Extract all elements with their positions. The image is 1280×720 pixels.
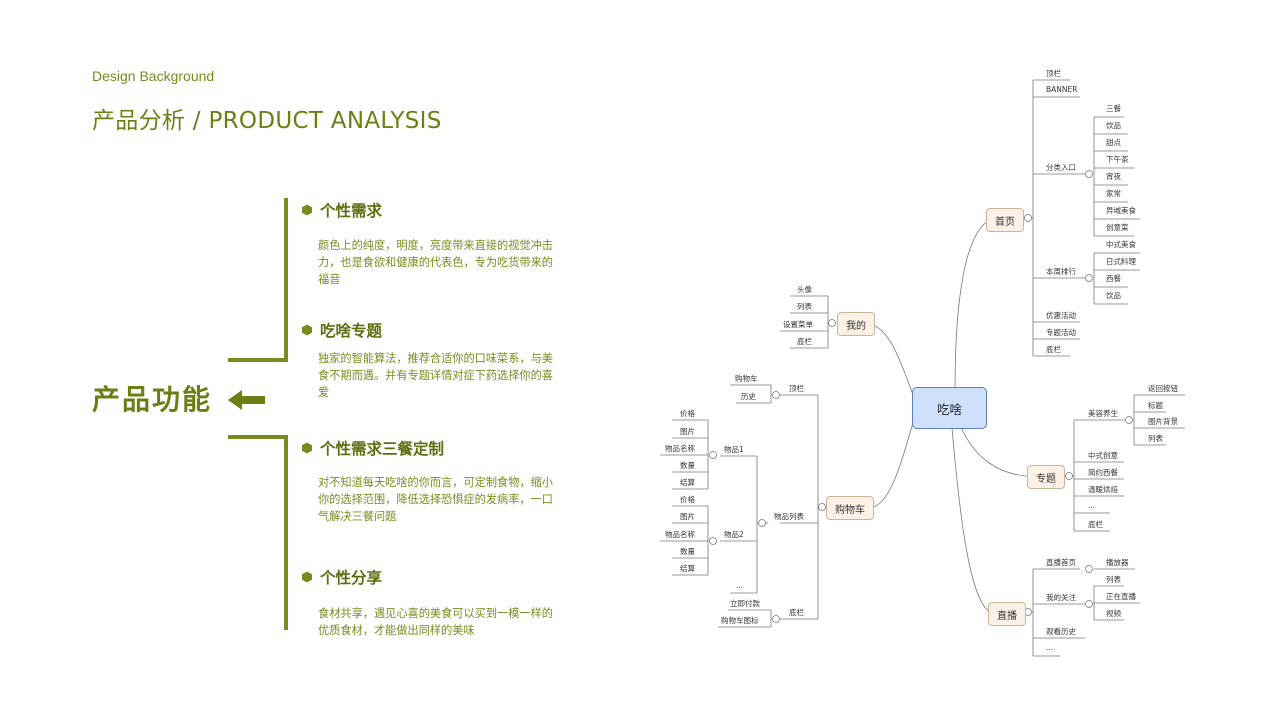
mm-node: ... <box>1046 643 1054 652</box>
mm-node: 底栏 <box>1088 520 1103 529</box>
mm-node: 设置菜单 <box>783 320 813 329</box>
hexagon-bullet-icon <box>302 571 312 583</box>
feature-title: 个性分享 <box>320 569 383 587</box>
mm-node: 观看历史 <box>1046 627 1076 636</box>
main-label: 产品功能 <box>92 383 213 416</box>
left-arrow-icon <box>228 390 265 410</box>
mm-node: 温暖烘焙 <box>1088 485 1118 494</box>
mm-node: 西餐 <box>1106 274 1121 283</box>
feature-desc: 食材共享，遇见心喜的美食可以买到一模一样的优质食材，才能做出同样的美味 <box>318 607 553 637</box>
mm-node: 物品列表 <box>774 512 804 521</box>
mm-node: 列表 <box>797 302 812 311</box>
mm-node: 数量 <box>680 461 695 470</box>
mindmap-center-node: 吃啥 <box>912 387 987 429</box>
branch-mine: 我的 <box>837 312 875 336</box>
mm-node: 饮品 <box>1106 291 1121 300</box>
branch-topic: 专题 <box>1027 465 1065 489</box>
mm-node: 饮品 <box>1106 121 1121 130</box>
mm-node: 家常 <box>1106 189 1121 198</box>
bracket-bottom <box>228 435 288 630</box>
mm-node: 美容养生 <box>1088 409 1118 418</box>
mm-node: 甜点 <box>1106 138 1121 147</box>
feature-3: 个性需求三餐定制 对不知道每天吃啥的你而言，可定制食物，缩小你的选择范围，降低选… <box>301 437 558 525</box>
mm-node: 结算 <box>680 564 695 573</box>
mm-node: 物品1 <box>724 445 744 454</box>
mm-node: 数量 <box>680 547 695 556</box>
mm-node: 返回按钮 <box>1148 384 1178 393</box>
mm-node: 分类入口 <box>1046 163 1076 172</box>
feature-title: 个性需求 <box>320 202 383 220</box>
bracket-top <box>228 198 288 362</box>
mm-node: 我的关注 <box>1046 593 1076 602</box>
mm-node: 顶栏 <box>1046 69 1061 78</box>
header-subtitle: Design Background <box>92 68 215 84</box>
mm-node: 结算 <box>680 478 695 487</box>
mm-node: 本周排行 <box>1046 267 1076 276</box>
branch-home: 首页 <box>986 208 1024 232</box>
mm-node: 价格 <box>680 495 695 504</box>
mm-node: 立即付款 <box>730 599 760 608</box>
mm-node: 底栏 <box>1046 345 1061 354</box>
mm-node: BANNER <box>1046 85 1078 94</box>
mm-node: 图片背景 <box>1148 417 1178 426</box>
mm-node: 物品名称 <box>665 530 695 539</box>
mm-node: 列表 <box>1106 575 1121 584</box>
mm-node: 头像 <box>797 285 812 294</box>
mm-node: ... <box>1088 501 1096 510</box>
mm-node: 播放器 <box>1106 558 1129 567</box>
mm-node: 标题 <box>1148 401 1163 410</box>
mm-node: 创意菜 <box>1106 223 1129 232</box>
mm-node: 购物车图标 <box>721 616 759 625</box>
page-title: 产品分析 / PRODUCT ANALYSIS <box>92 108 442 134</box>
mm-node: ... <box>736 581 744 590</box>
mm-node: 底栏 <box>797 337 812 346</box>
hexagon-bullet-icon <box>302 324 312 336</box>
mm-node: 简约西餐 <box>1088 468 1118 477</box>
feature-desc: 颜色上的纯度，明度，亮度带来直接的视觉冲击力，也是食欲和健康的代表色，专为吃货带… <box>318 239 553 286</box>
mm-node: 顶栏 <box>789 384 804 393</box>
mm-node: 下午茶 <box>1106 155 1129 164</box>
mm-node: 异域美食 <box>1106 206 1136 215</box>
mm-node: 图片 <box>680 427 695 436</box>
branch-cart: 购物车 <box>826 496 874 520</box>
hexagon-bullet-icon <box>302 442 312 454</box>
feature-2: 吃啥专题 独家的智能算法，推荐合适你的口味菜系，与美食不期而遇。并有专题详情对症… <box>301 319 558 401</box>
mm-node: 底栏 <box>789 608 804 617</box>
feature-title: 吃啥专题 <box>320 322 383 340</box>
mm-node: 日式料理 <box>1106 257 1136 266</box>
mm-node: 专题活动 <box>1046 328 1076 337</box>
mm-node: 物品名称 <box>665 444 695 453</box>
feature-4: 个性分享 食材共享，遇见心喜的美食可以买到一模一样的优质食材，才能做出同样的美味 <box>301 566 558 639</box>
mm-node: 列表 <box>1148 434 1163 443</box>
feature-title: 个性需求三餐定制 <box>320 440 445 458</box>
mm-node: 中式创意 <box>1088 451 1118 460</box>
feature-desc: 对不知道每天吃啥的你而言，可定制食物，缩小你的选择范围，降低选择恐惧症的发病率，… <box>318 476 553 523</box>
branch-live: 直播 <box>988 602 1026 626</box>
feature-1: 个性需求 颜色上的纯度，明度，亮度带来直接的视觉冲击力，也是食欲和健康的代表色，… <box>301 199 558 288</box>
mm-node: 宵夜 <box>1106 172 1121 181</box>
mm-node: 价格 <box>680 409 695 418</box>
mm-node: 视频 <box>1106 609 1121 618</box>
hexagon-bullet-icon <box>302 204 312 216</box>
mm-node: 中式美食 <box>1106 240 1136 249</box>
mm-node: 正在直播 <box>1106 592 1136 601</box>
mm-node: 三餐 <box>1106 104 1121 113</box>
mm-node: 购物车 <box>735 374 758 383</box>
mm-node: 直播首页 <box>1046 558 1076 567</box>
mm-node: 历史 <box>741 392 756 401</box>
feature-desc: 独家的智能算法，推荐合适你的口味菜系，与美食不期而遇。并有专题详情对症下药选择你… <box>318 352 553 399</box>
mm-node: 优惠活动 <box>1046 311 1076 320</box>
mm-node: 物品2 <box>724 530 744 539</box>
mm-node: 图片 <box>680 512 695 521</box>
